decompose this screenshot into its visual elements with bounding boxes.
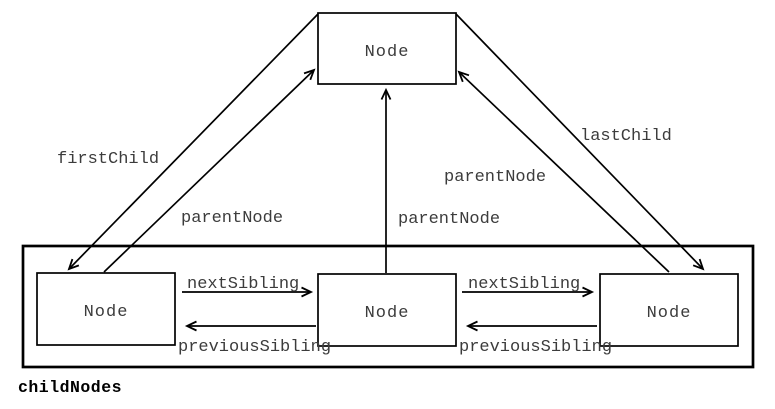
- parent-node-edge-label-left: parentNode: [181, 209, 283, 228]
- next-sibling-edge-label-left-pair: nextSibling: [187, 275, 299, 294]
- last-child-edge-label: lastChild: [580, 127, 672, 146]
- first-child-edge-label: firstChild: [57, 150, 159, 169]
- previous-sibling-edge-label-left-pair: previousSibling: [178, 338, 331, 357]
- parent-node-arrow-from-right-child: [457, 70, 670, 273]
- middle-child-node-box: [317, 273, 457, 347]
- child-nodes-container-label: childNodes: [18, 378, 122, 397]
- previous-sibling-edge-label-right-pair: previousSibling: [459, 338, 612, 357]
- middle-child-node-label: Node: [365, 304, 410, 323]
- right-child-node-label: Node: [647, 304, 692, 323]
- next-sibling-edge-label-right-pair: nextSibling: [468, 275, 580, 294]
- parent-node-edge-label-middle: parentNode: [398, 210, 500, 229]
- parent-node-label: Node: [365, 43, 410, 62]
- last-child-arrow: [455, 13, 705, 271]
- right-child-node-box: [599, 273, 739, 347]
- parent-node-box: [317, 12, 457, 85]
- parent-node-edge-label-right: parentNode: [444, 168, 546, 187]
- left-child-node-label: Node: [84, 303, 129, 322]
- child-nodes-container-box: [21, 244, 755, 369]
- left-child-node-box: [36, 272, 176, 346]
- first-child-arrow: [67, 13, 319, 271]
- parent-node-arrow-from-left-child: [103, 68, 316, 273]
